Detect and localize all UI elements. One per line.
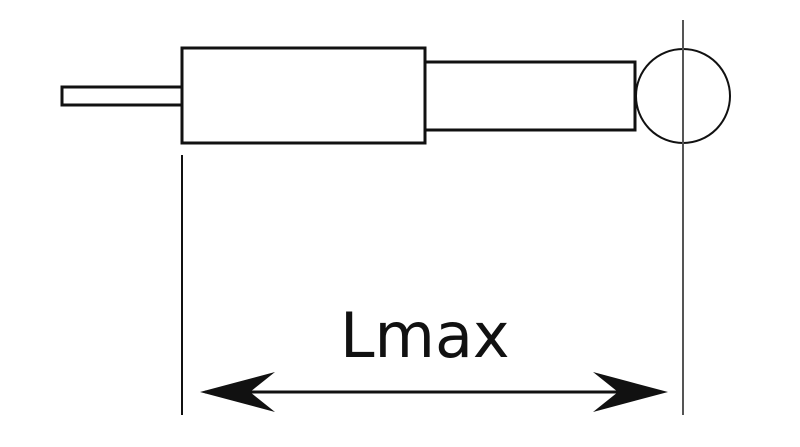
arrowhead-right — [593, 372, 668, 412]
cylinder-body — [180, 46, 427, 145]
dimension-label: Lmax — [340, 299, 510, 372]
cylinder-tube — [423, 60, 637, 132]
piston-rod — [60, 85, 184, 107]
arrowhead-left — [200, 372, 275, 412]
